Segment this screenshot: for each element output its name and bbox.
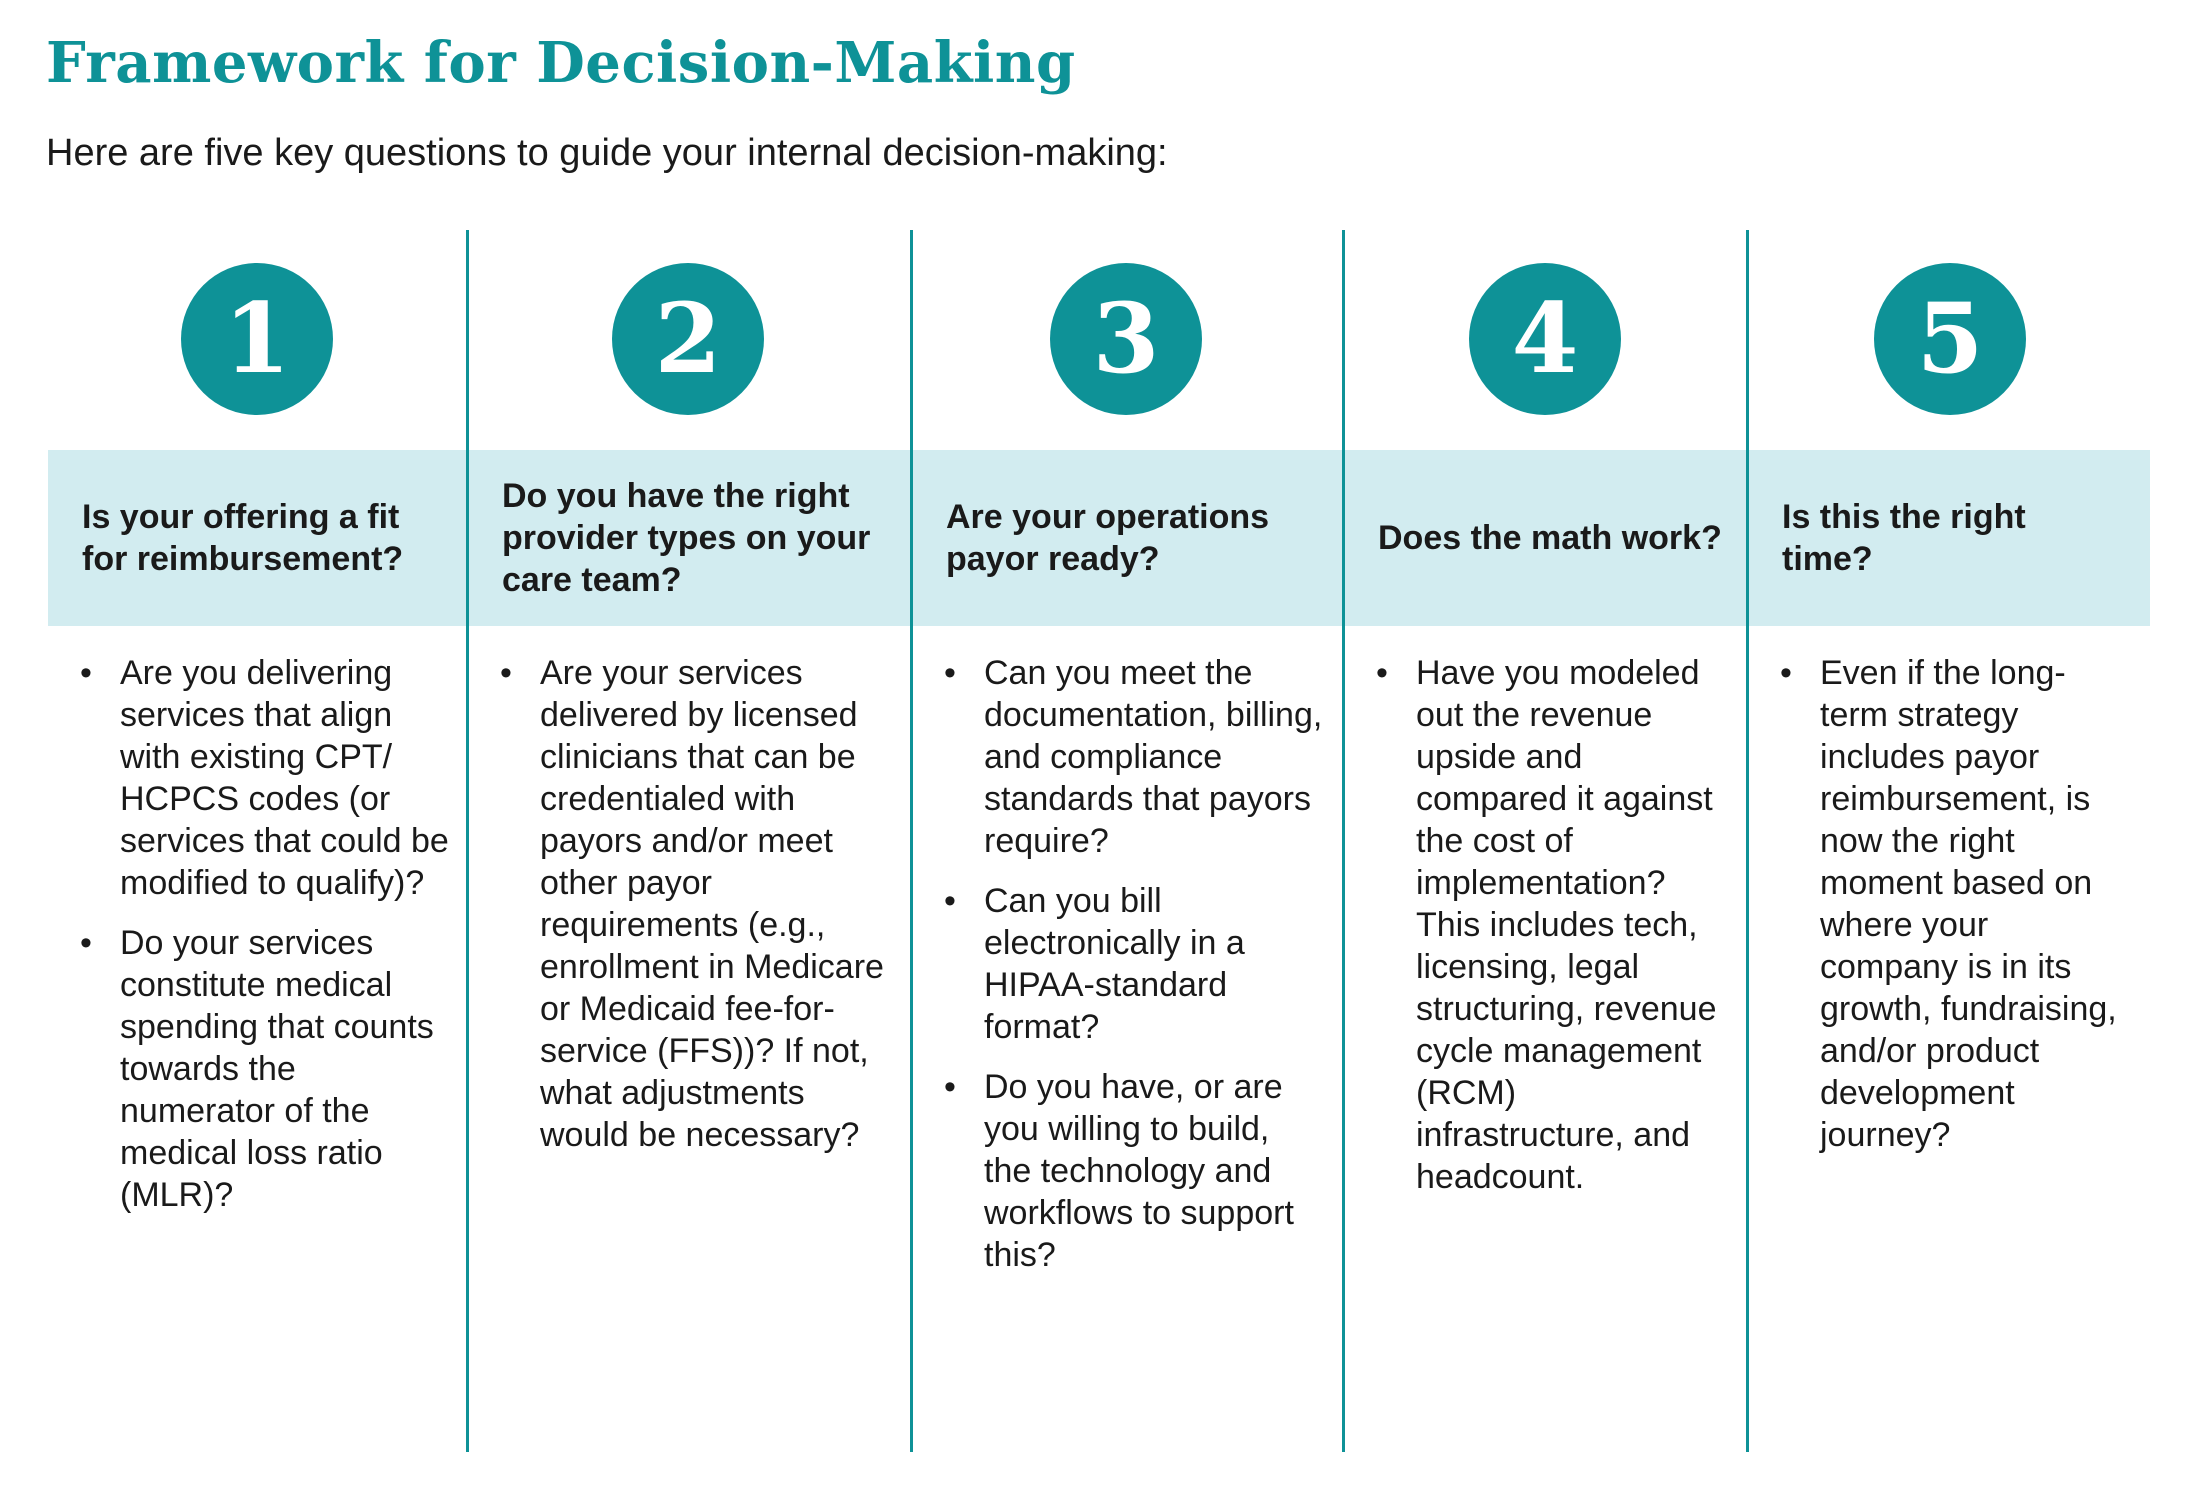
question-text: Does the math work?	[1378, 519, 1722, 557]
bullet-text: Do your services constitute medical spen…	[120, 924, 434, 1214]
bullet-item: • Are you delivering services that align…	[80, 652, 450, 904]
question-heading: Does the math work?	[1378, 450, 1728, 626]
step-number-circle: 2	[612, 263, 764, 415]
bullet-text: Are your services delivered by licensed …	[540, 654, 884, 1154]
step-number-circle: 1	[181, 263, 333, 415]
bullet-icon: •	[944, 882, 956, 920]
bullet-icon: •	[80, 654, 92, 692]
bullet-list: • Are your services delivered by license…	[500, 652, 890, 1174]
bullet-text: Even if the long-term strategy includes …	[1820, 654, 2117, 1154]
bullet-icon: •	[1780, 654, 1792, 692]
bullet-list: • Even if the long-term strategy include…	[1780, 652, 2120, 1174]
bullet-item: • Do your services constitute medical sp…	[80, 922, 450, 1216]
bullet-item: • Have you modeled out the revenue upsid…	[1376, 652, 1726, 1198]
step-number-circle: 5	[1874, 263, 2026, 415]
bullet-icon: •	[944, 654, 956, 692]
bullet-text: Can you bill electronically in a HIPAA-s…	[984, 882, 1245, 1046]
question-heading: Do you have the right provider types on …	[502, 450, 892, 626]
page-title: Framework for Decision-Making	[46, 30, 1076, 96]
question-heading: Are your operations payor ready?	[946, 450, 1326, 626]
question-heading: Is your offering a fit for reimbursement…	[82, 450, 452, 626]
column-divider	[1342, 230, 1345, 1452]
bullet-icon: •	[500, 654, 512, 692]
column-divider	[910, 230, 913, 1452]
question-text: Is this the right time?	[1782, 498, 2026, 578]
step-number-circle: 3	[1050, 263, 1202, 415]
bullet-icon: •	[1376, 654, 1388, 692]
page-subtitle: Here are five key questions to guide you…	[46, 132, 1168, 174]
column-divider	[1746, 230, 1749, 1452]
question-text: Is your offering a fit for reimbursement…	[82, 498, 404, 578]
bullet-list: • Have you modeled out the revenue upsid…	[1376, 652, 1726, 1216]
bullet-item: • Can you bill electronically in a HIPAA…	[944, 880, 1324, 1048]
bullet-text: Can you meet the documentation, billing,…	[984, 654, 1323, 860]
bullet-item: • Are your services delivered by license…	[500, 652, 890, 1156]
bullet-item: • Do you have, or are you willing to bui…	[944, 1066, 1324, 1276]
question-band	[48, 450, 2150, 626]
question-heading: Is this the right time?	[1782, 450, 2122, 626]
question-text: Do you have the right provider types on …	[502, 477, 871, 599]
step-number-circle: 4	[1469, 263, 1621, 415]
bullet-list: • Are you delivering services that align…	[80, 652, 450, 1234]
column-divider	[466, 230, 469, 1452]
bullet-item: • Even if the long-term strategy include…	[1780, 652, 2120, 1156]
bullet-icon: •	[80, 924, 92, 962]
bullet-text: Have you modeled out the revenue upside …	[1416, 654, 1717, 1196]
bullet-list: • Can you meet the documentation, billin…	[944, 652, 1324, 1294]
bullet-icon: •	[944, 1068, 956, 1106]
bullet-text: Are you delivering services that align w…	[120, 654, 449, 902]
question-text: Are your operations payor ready?	[946, 498, 1270, 578]
bullet-text: Do you have, or are you willing to build…	[984, 1068, 1294, 1274]
bullet-item: • Can you meet the documentation, billin…	[944, 652, 1324, 862]
